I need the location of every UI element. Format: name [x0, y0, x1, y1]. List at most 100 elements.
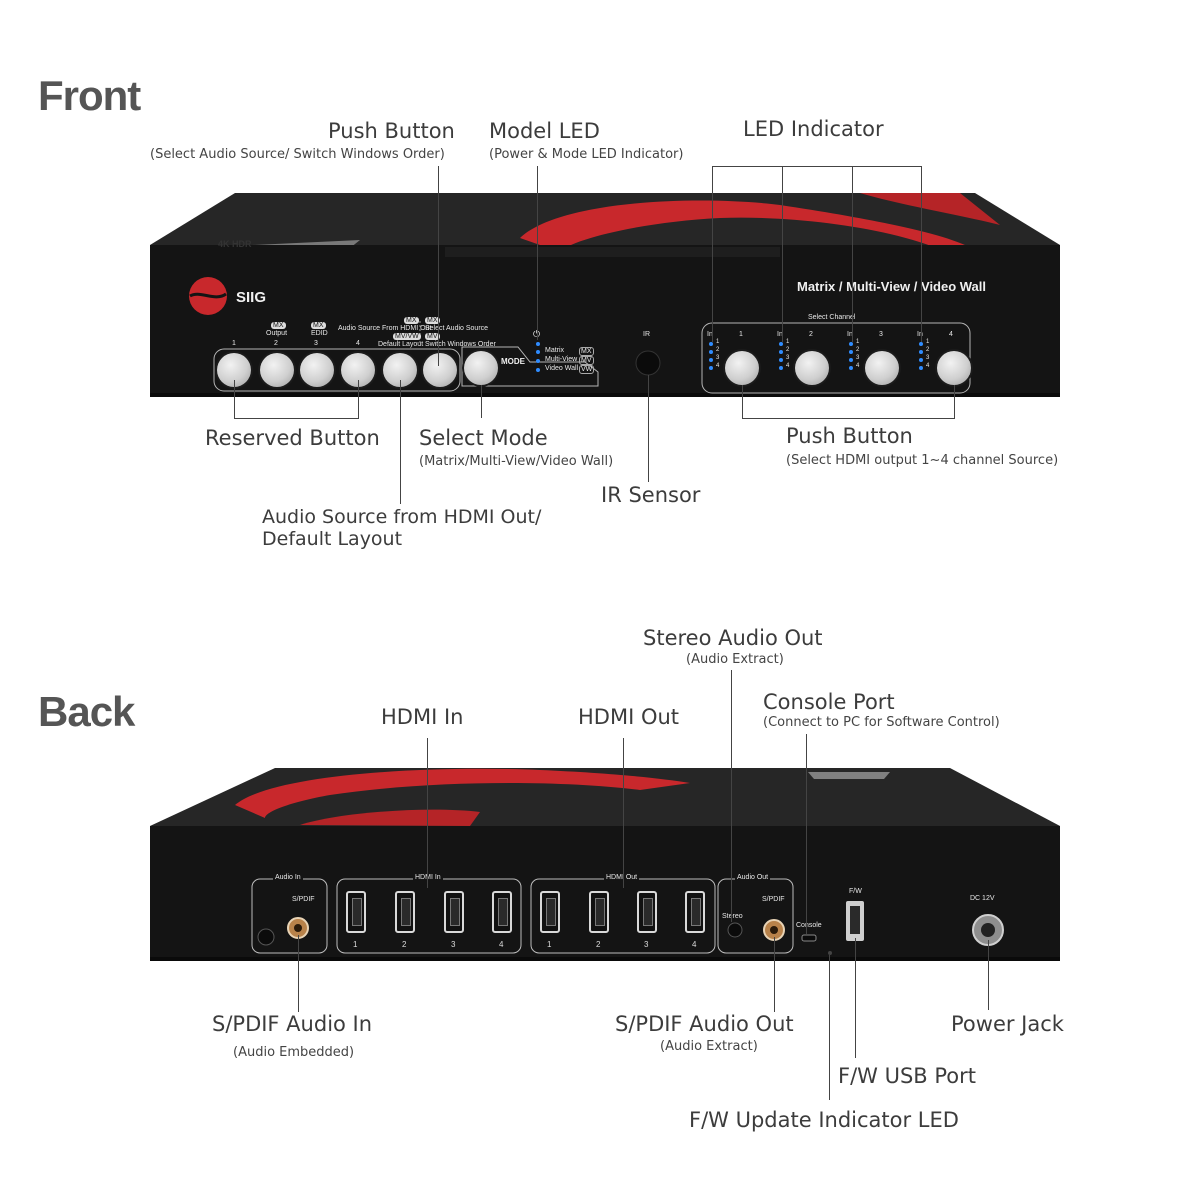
leader-spdif-out — [774, 937, 775, 1012]
channel-num-4: 4 — [949, 331, 953, 338]
switch-windows-order-label: Switch Windows Order — [425, 341, 496, 348]
mx-badge-output: MX — [271, 322, 286, 329]
led-ch4-3 — [919, 358, 923, 362]
mx-edid-label: EDID — [311, 330, 328, 337]
led-ch2-1 — [779, 342, 783, 346]
mx-output-label: Output — [266, 330, 288, 337]
in-label-1: In — [707, 331, 713, 338]
model-led-title: Model LED — [489, 119, 600, 143]
channel-button-1[interactable] — [725, 351, 759, 385]
led-num-ch4-3: 3 — [926, 355, 930, 361]
console-port-subtitle: (Connect to PC for Software Control) — [763, 715, 1000, 730]
ir-sensor-title: IR Sensor — [601, 483, 701, 507]
stereo-audio-out-subtitle: (Audio Extract) — [686, 652, 784, 667]
led-num-ch3-2: 2 — [856, 347, 860, 353]
hdmi-out-num-4: 4 — [692, 940, 697, 949]
spdif-out-title: S/PDIF Audio Out — [615, 1012, 794, 1036]
select-mode-title: Select Mode — [419, 426, 548, 450]
hdmi-in-port-4[interactable] — [492, 891, 512, 933]
reserved-num-3: 3 — [314, 340, 318, 347]
hdmi-out-port-4[interactable] — [685, 891, 705, 933]
select-audio-button[interactable] — [423, 353, 457, 387]
select-mode-button[interactable] — [464, 351, 498, 385]
leader-console — [806, 734, 807, 934]
led-indicator-title: LED Indicator — [743, 117, 884, 141]
mode-label: MODE — [501, 357, 525, 366]
model-led-subtitle: (Power & Mode LED Indicator) — [489, 147, 684, 162]
led-ch1-2 — [709, 350, 713, 354]
hdmi-out-num-1: 1 — [547, 940, 552, 949]
led-ch1-3 — [709, 358, 713, 362]
leader-fw-usb — [855, 938, 856, 1058]
hdmi-out-num-3: 3 — [644, 940, 649, 949]
leader-led-4 — [921, 166, 922, 342]
reserved-num-2: 2 — [274, 340, 278, 347]
led-num-ch1-4: 4 — [716, 363, 720, 369]
leader-stereo — [731, 670, 732, 922]
channel-button-2[interactable] — [795, 351, 829, 385]
led-ch2-3 — [779, 358, 783, 362]
mvvw-badge: MV/VW — [393, 333, 421, 340]
hdmi-in-title: HDMI In — [381, 705, 464, 729]
hdmi-in-port-3[interactable] — [444, 891, 464, 933]
hdmi-in-num-2: 2 — [402, 940, 407, 949]
leader-led-1 — [712, 166, 713, 342]
led-num-ch4-1: 1 — [926, 339, 930, 345]
mode-badge-vw: VW — [579, 365, 595, 374]
mode-name-multiview: Multi-View — [545, 356, 578, 363]
power-jack-title: Power Jack — [951, 1012, 1064, 1036]
leader-spdif-in — [298, 935, 299, 1012]
hdmi-in-num-3: 3 — [451, 940, 456, 949]
audio-in-label: Audio In — [273, 874, 303, 881]
leader-push-bottom-r — [954, 385, 955, 418]
hdmi-out-port-3[interactable] — [637, 891, 657, 933]
leader-fw-led — [829, 955, 830, 1100]
leader-reserved-l — [234, 380, 235, 418]
channel-button-3[interactable] — [865, 351, 899, 385]
in-label-3: In — [847, 331, 853, 338]
leader-push-top — [438, 166, 439, 366]
audio-source-hdmi-out-label: Audio Source From HDMI Out — [338, 325, 432, 332]
hdmi-out-port-1[interactable] — [540, 891, 560, 933]
led-ch4-1 — [919, 342, 923, 346]
channel-num-2: 2 — [809, 331, 813, 338]
led-ch1-1 — [709, 342, 713, 346]
ir-label: IR — [643, 331, 650, 338]
power-icon: ⏻ — [533, 329, 540, 340]
reserved-num-1: 1 — [232, 340, 236, 347]
leader-power — [988, 940, 989, 1010]
leader-led-3 — [852, 166, 853, 342]
brand-logo: SIIG — [236, 289, 267, 306]
stereo-label: Stereo — [722, 913, 743, 920]
push-button-top-title: Push Button — [328, 119, 455, 143]
hdmi-out-label: HDMI Out — [604, 874, 640, 881]
push-button-bottom-title: Push Button — [786, 424, 913, 448]
hdmi-out-title: HDMI Out — [578, 705, 680, 729]
hdmi-in-port-1[interactable] — [346, 891, 366, 933]
reserved-button-2[interactable] — [260, 353, 294, 387]
default-layout-label: Default Layout — [378, 341, 424, 348]
dc-label: DC 12V — [970, 895, 995, 902]
reserved-button-3[interactable] — [300, 353, 334, 387]
led-num-ch1-3: 3 — [716, 355, 720, 361]
channel-button-4[interactable] — [937, 351, 971, 385]
mode-badge-mv: MV — [579, 356, 594, 365]
led-num-ch3-1: 1 — [856, 339, 860, 345]
hdmi-in-port-2[interactable] — [395, 891, 415, 933]
audio-out-label: Audio Out — [735, 874, 771, 881]
hdmi-out-port-2[interactable] — [589, 891, 609, 933]
push-button-top-subtitle: (Select Audio Source/ Switch Windows Ord… — [150, 147, 445, 162]
console-label: Console — [796, 922, 822, 929]
led-num-ch4-2: 2 — [926, 347, 930, 353]
leader-ir — [648, 375, 649, 482]
led-num-ch2-3: 3 — [786, 355, 790, 361]
mv-badge: MV — [425, 333, 440, 340]
mx-badge-audio: MX — [404, 317, 419, 324]
front-heading: Front — [38, 72, 141, 119]
back-heading: Back — [38, 688, 135, 735]
leader-select-mode — [481, 385, 482, 418]
led-num-ch2-4: 4 — [786, 363, 790, 369]
spdif-out-subtitle: (Audio Extract) — [660, 1039, 758, 1054]
led-ch3-2 — [849, 350, 853, 354]
channel-num-3: 3 — [879, 331, 883, 338]
